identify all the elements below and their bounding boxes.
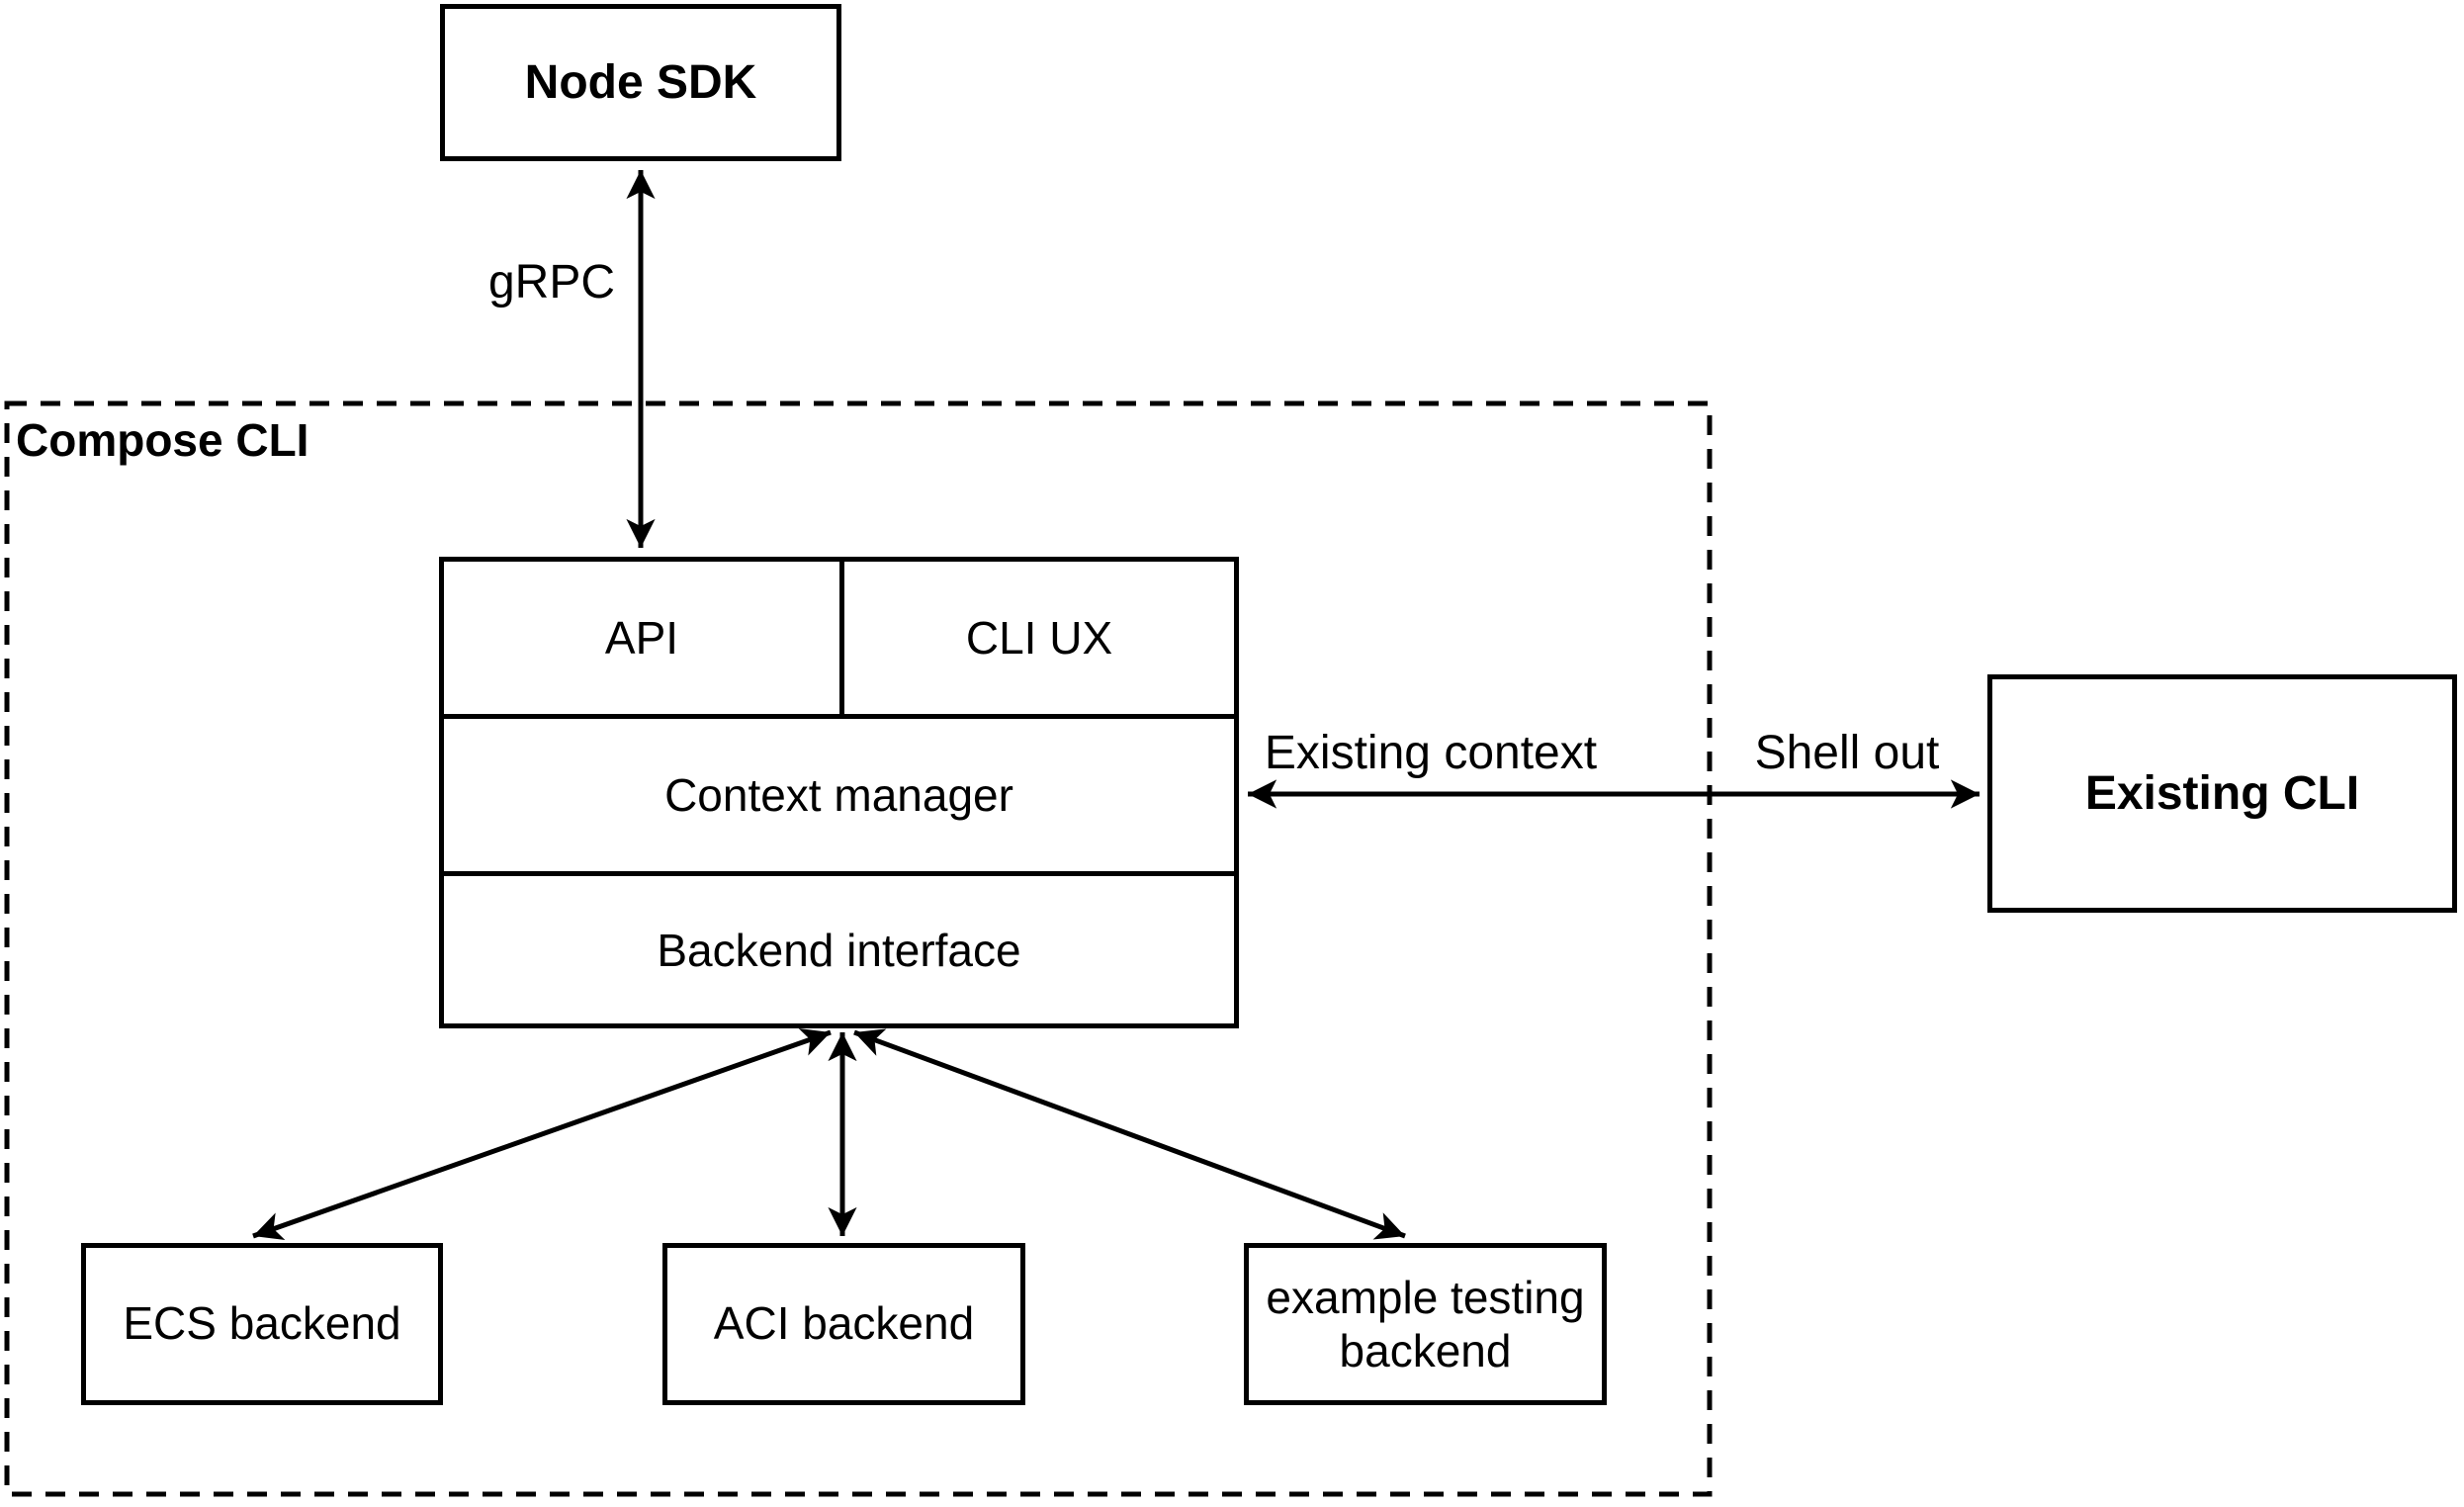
- ecs-backend-box: ECS backend: [81, 1243, 443, 1405]
- example-testing-backend-box: example testing backend: [1244, 1243, 1607, 1405]
- api-cell: API: [444, 562, 844, 714]
- compose-cli-boundary: [4, 400, 1713, 1497]
- aci-backend-box: ACI backend: [662, 1243, 1025, 1405]
- existing-cli-box: Existing CLI: [1987, 674, 2457, 913]
- existing-context-edge-label: Existing context: [1264, 727, 1598, 779]
- compose-cli-stack-box: API CLI UX Context manager Backend inter…: [439, 557, 1239, 1028]
- shell-out-edge-label: Shell out: [1754, 727, 1940, 779]
- context-manager-cell: Context manager: [444, 719, 1234, 876]
- stack-top-row: API CLI UX: [444, 562, 1234, 719]
- node-sdk-box: Node SDK: [440, 4, 841, 161]
- example-backend-arrow: [853, 1028, 1406, 1240]
- grpc-edge-label: gRPC: [487, 256, 615, 309]
- backend-interface-cell: Backend interface: [657, 924, 1021, 976]
- ecs-backend-arrow: [252, 1027, 832, 1241]
- compose-cli-container-label: Compose CLI: [16, 414, 309, 466]
- cli-ux-cell: CLI UX: [965, 612, 1113, 664]
